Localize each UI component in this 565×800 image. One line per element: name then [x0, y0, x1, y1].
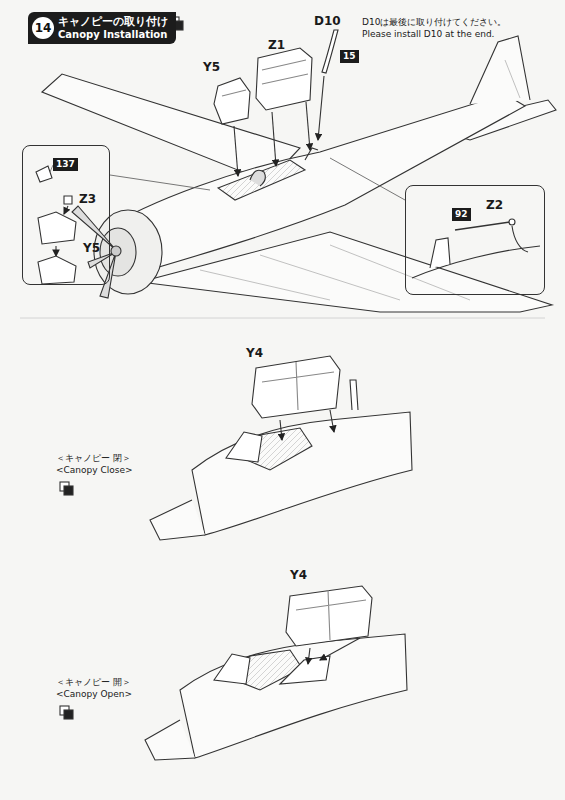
part-name: Y5: [83, 241, 100, 255]
paint-callout: 15: [340, 50, 359, 63]
callout-number: 15: [343, 51, 356, 62]
part-name: Z3: [79, 192, 96, 206]
step-number: 14: [32, 17, 54, 39]
part-name: Z1: [268, 38, 285, 52]
part-name: Y4: [290, 568, 307, 582]
step-title-en: Canopy Installation: [58, 28, 168, 41]
part-callout: 92: [452, 208, 471, 221]
detail-inset: Z2 92: [405, 185, 545, 295]
callout-number: 137: [56, 159, 75, 170]
detail-inset: Z3Y5 137: [22, 145, 110, 285]
step-title: キャノピーの取り付け: [58, 15, 168, 28]
part-name: Y4: [246, 346, 263, 360]
title-band: キャノピーの取り付けCanopy Installation 14: [28, 12, 176, 44]
note: Please install D10 at the end.: [362, 29, 494, 39]
callout-number: 14: [35, 21, 52, 35]
view-label: <Canopy Open>: [56, 689, 132, 699]
part-name: Y5: [203, 60, 220, 74]
part-name: Z2: [486, 198, 503, 212]
view-label: ＜キャノピー 開＞: [56, 676, 131, 689]
callout-number: 92: [455, 209, 468, 220]
part-callout: 137: [53, 158, 78, 171]
view-label: <Canopy Close>: [56, 465, 133, 475]
part-name: D10: [314, 14, 341, 28]
note: D10は最後に取り付けてください。: [362, 16, 506, 29]
view-label: ＜キャノピー 閉＞: [56, 452, 131, 465]
